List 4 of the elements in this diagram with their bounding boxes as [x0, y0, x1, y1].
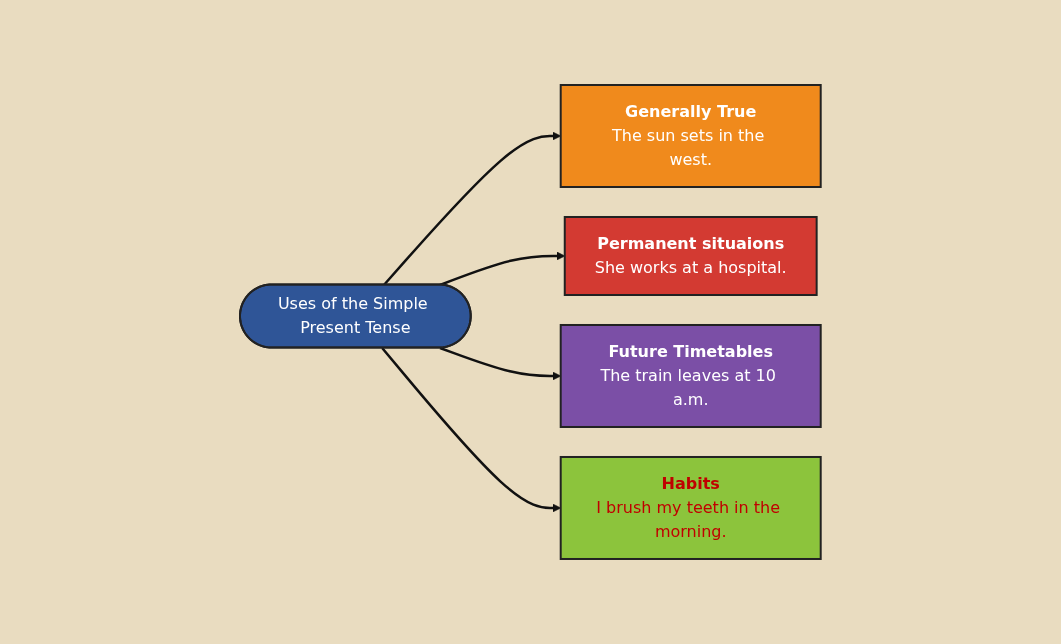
node-box: Habits I brush my teeth in the morning.	[559, 456, 822, 560]
node-box: Permanent situaions She works at a hospital.	[563, 216, 818, 296]
node-box: Future Timetables The train leaves at 10 a.m.	[559, 324, 822, 428]
node-box: Generally True The sun sets in the west.	[559, 84, 822, 188]
